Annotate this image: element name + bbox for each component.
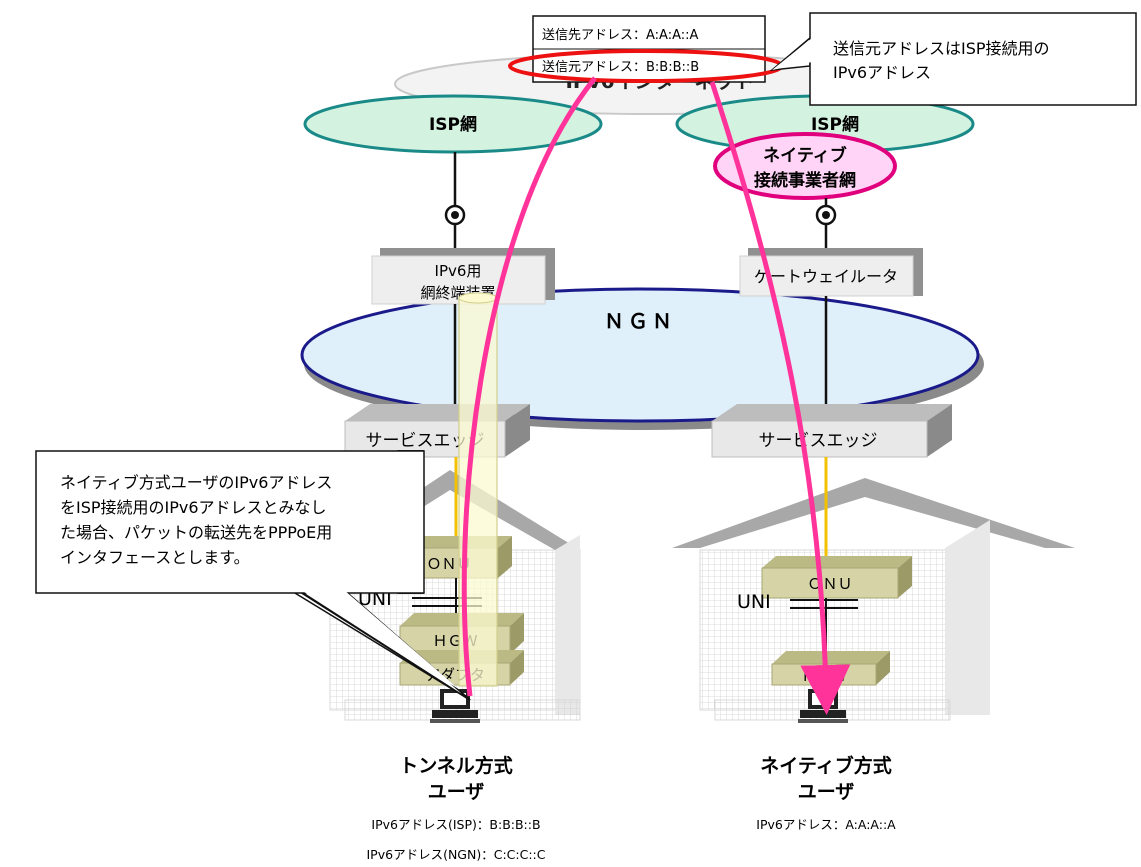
packet-src-address: 送信元アドレス：B:B:B::B — [542, 60, 699, 75]
packet-dest-address: 送信先アドレス：A:A:A::A — [542, 28, 699, 43]
native-carrier-network — [713, 132, 897, 200]
gateway-router-label: ゲートウェイルータ — [754, 267, 898, 286]
native-user-title-line1: ネイティブ方式 — [760, 754, 891, 777]
callout-left-line4: インタフェースとします。 — [60, 548, 250, 567]
packet-header-box: 送信先アドレス：A:A:A::A 送信元アドレス：B:B:B::B — [508, 15, 784, 83]
right-onu: ＯＮＵ — [761, 556, 912, 599]
right-onu-label: ＯＮＵ — [807, 575, 852, 593]
packet-flow-native-arrow — [709, 81, 851, 715]
service-edge-right: サービスエッジ — [711, 404, 952, 458]
tunnel-user-address-isp: IPv6アドレス(ISP)：B:B:B::B — [371, 817, 540, 832]
interconnect-marker-left — [444, 204, 466, 226]
native-carrier-line1: ネイティブ — [763, 145, 847, 166]
native-user-address: IPv6アドレス：A:A:A::A — [756, 817, 896, 832]
tunnel-user-title-line1: トンネル方式 — [399, 754, 513, 777]
callout-top-line1: 送信元アドレスはISP接続用の — [833, 39, 1050, 58]
service-edge-left-label: サービスエッジ — [366, 431, 485, 451]
native-carrier-line2: 接続事業者網 — [754, 170, 856, 191]
ngn-label: ＮＧＮ — [604, 309, 676, 333]
callout-left-line2: をISP接続用のIPv6アドレスとみなし — [60, 498, 327, 517]
gateway-router-box: ゲートウェイルータ — [739, 248, 923, 297]
pppoe-tunnel-top — [458, 292, 498, 304]
service-edge-right-label: サービスエッジ — [759, 431, 878, 451]
isp-network-left — [303, 94, 603, 154]
callout-left-line1: ネイティブ方式ユーザのIPv6アドレス — [60, 473, 332, 492]
packet-flow-tunnel-arrow — [461, 76, 597, 697]
interconnect-marker-right — [815, 204, 837, 226]
tunnel-user-address-ngn: IPv6アドレス(NGN)：C:C:C::C — [367, 847, 546, 862]
nte-line1: IPv6用 — [435, 262, 482, 280]
callout-left-line3: た場合、パケットの転送先をPPPoE用 — [60, 523, 332, 542]
native-user-title-line2: ユーザ — [798, 781, 855, 803]
nte-box: IPv6用 網終端装置 — [371, 248, 555, 305]
right-uni-label: UNI — [737, 591, 771, 613]
isp-left-label: ISP網 — [429, 114, 477, 135]
service-edge-left: サービスエッジ — [344, 404, 530, 458]
isp-right-label: ISP網 — [811, 114, 859, 135]
tunnel-user-title-line2: ユーザ — [428, 781, 485, 803]
left-explanation-callout: ネイティブ方式ユーザのIPv6アドレス をISP接続用のIPv6アドレスとみなし… — [35, 450, 471, 701]
callout-top: 送信元アドレスはISP接続用の IPv6アドレス — [769, 12, 1137, 106]
callout-top-line2: IPv6アドレス — [833, 63, 931, 82]
right-hgw: ＨＧＷ — [771, 651, 890, 686]
